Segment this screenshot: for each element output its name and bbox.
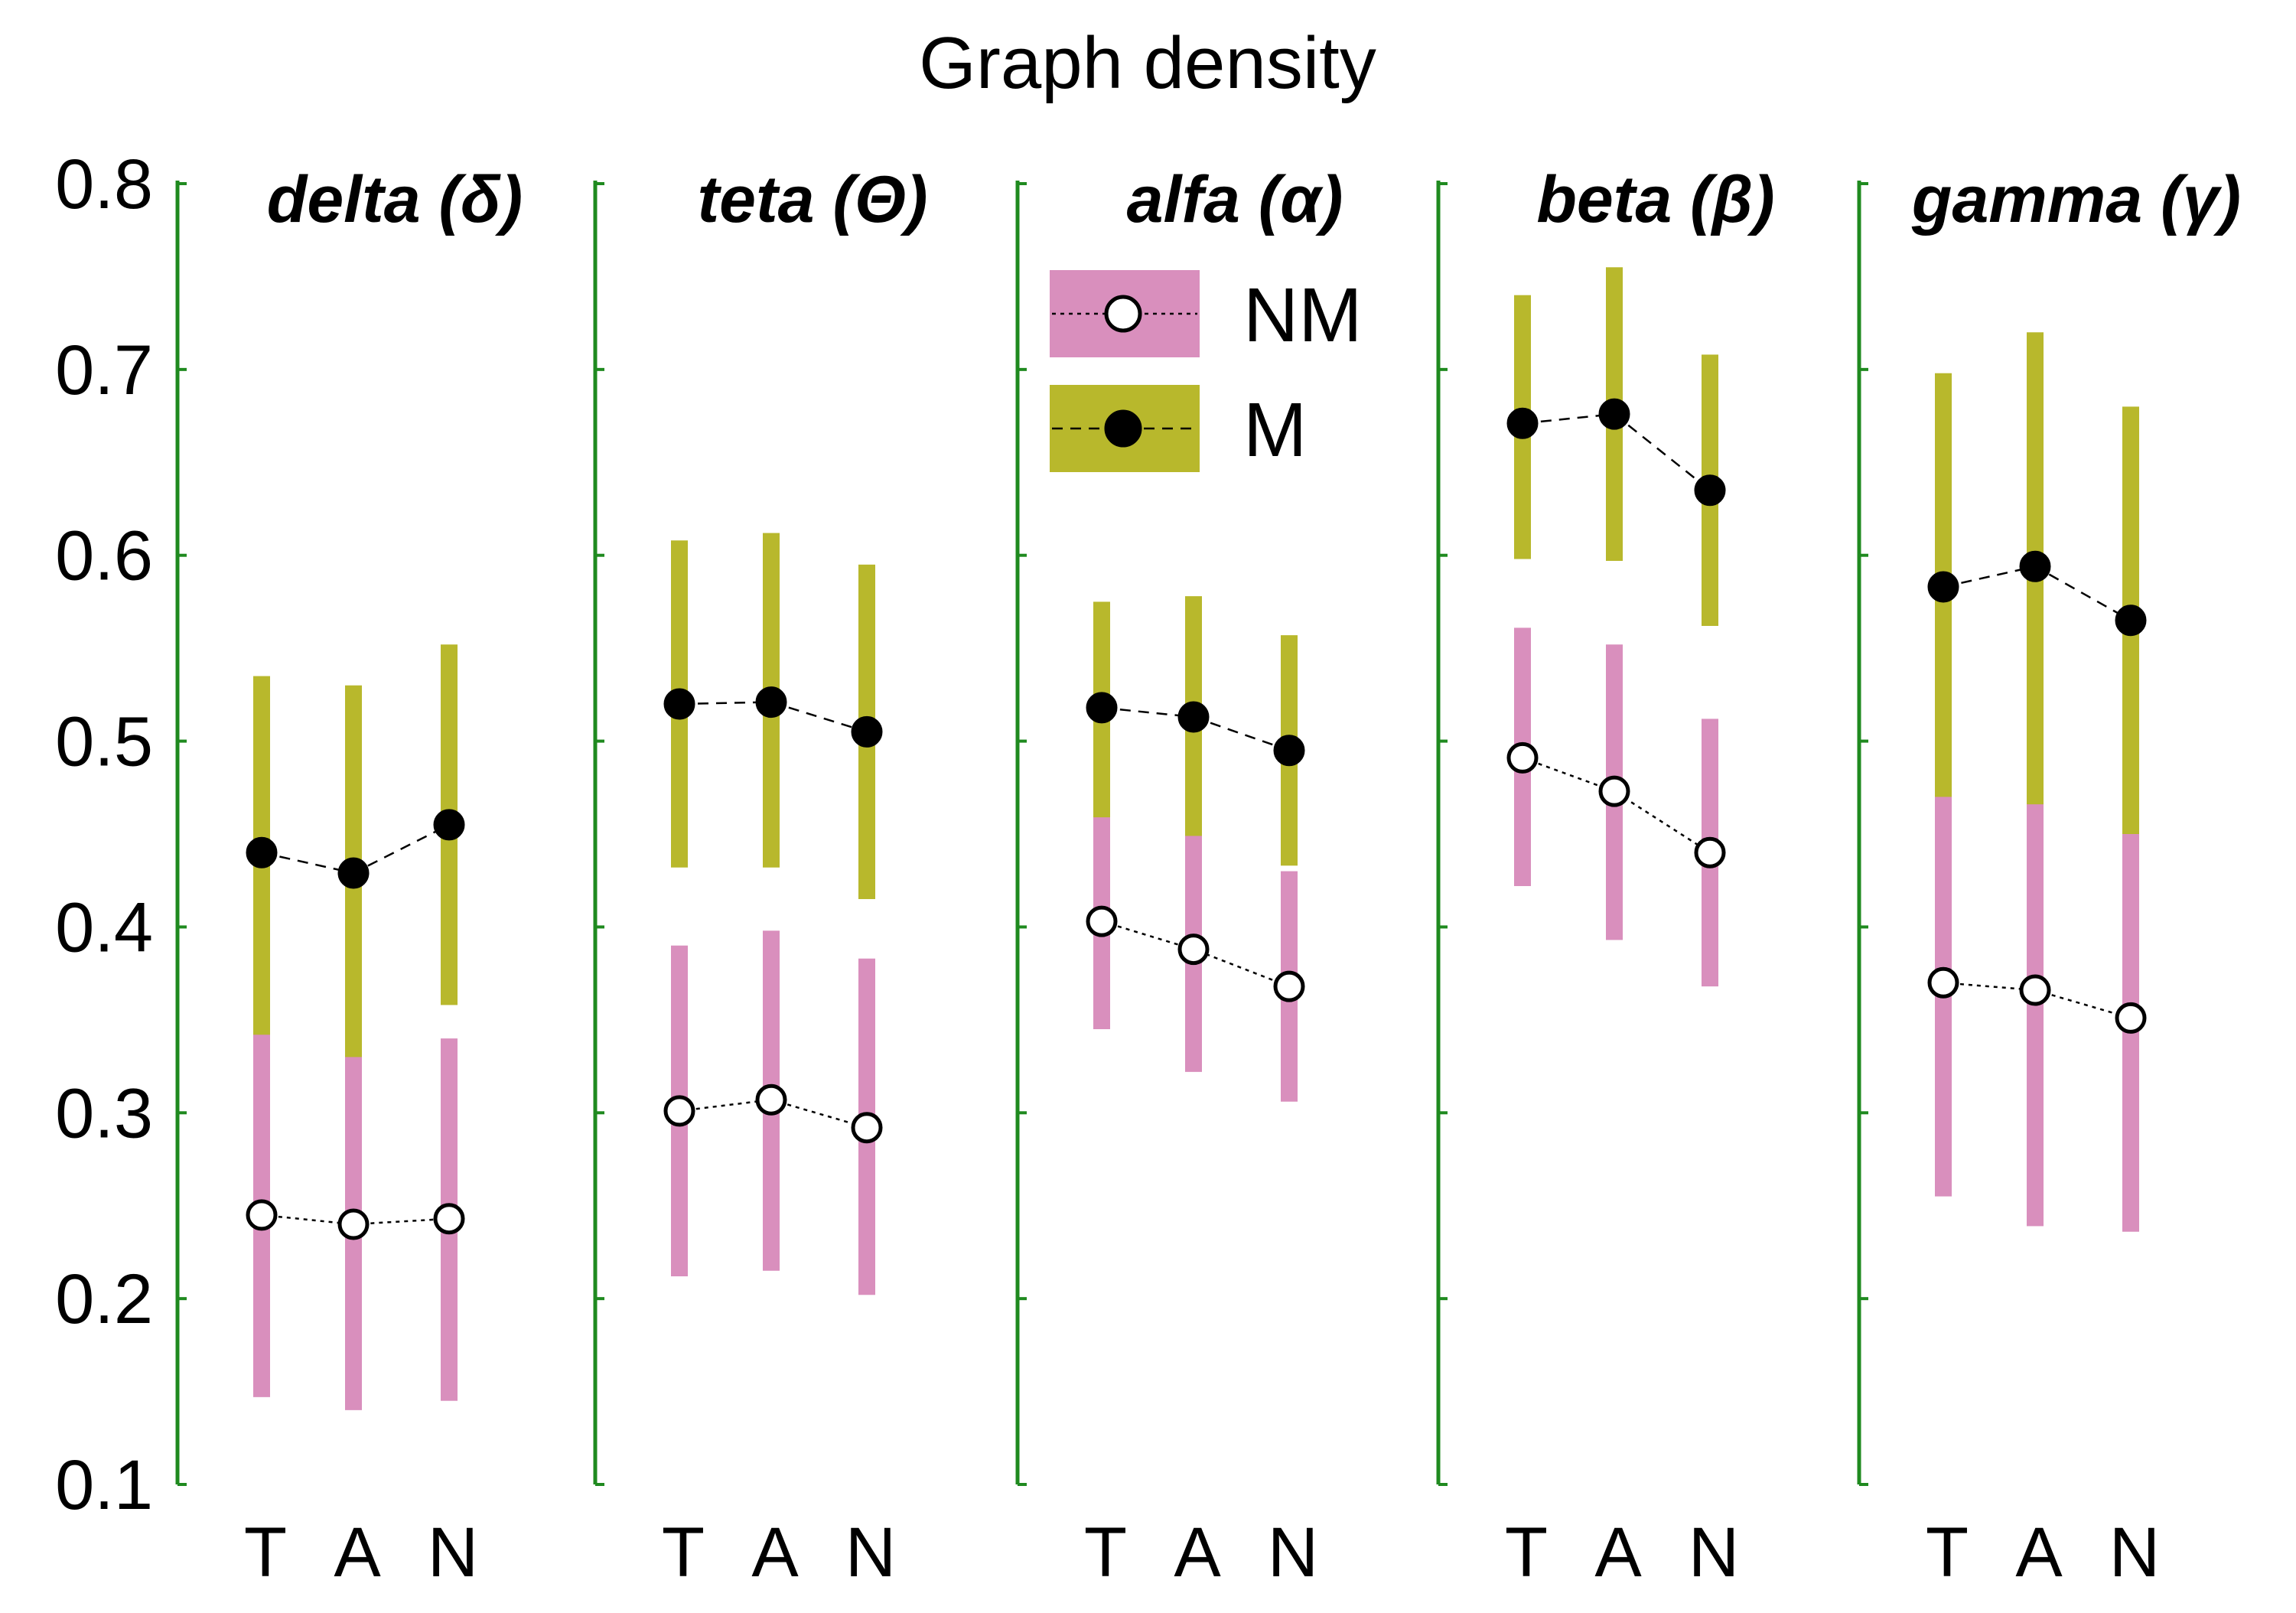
x-tick-label: N <box>428 1514 478 1592</box>
x-tick-label: T <box>244 1514 287 1592</box>
data-point-nm <box>1506 741 1539 774</box>
x-tick-label: T <box>662 1514 705 1592</box>
x-tick-label: A <box>1174 1514 1221 1592</box>
x-tick-label: N <box>2109 1514 2160 1592</box>
data-point-m <box>1506 407 1539 439</box>
data-point-nm <box>433 1203 465 1235</box>
x-tick-label: N <box>1689 1514 1739 1592</box>
legend: NM M <box>1050 270 1363 473</box>
data-point-nm <box>1927 966 1959 999</box>
chart-title: Graph density <box>919 22 1376 104</box>
data-point-nm <box>2115 1002 2147 1034</box>
data-point-m <box>1177 701 1210 733</box>
x-tick-label: N <box>845 1514 896 1592</box>
data-point-m <box>2019 550 2051 582</box>
data-point-nm <box>2019 974 2051 1006</box>
data-point-m <box>1598 398 1630 430</box>
legend-label: M <box>1243 387 1307 473</box>
legend-label: NM <box>1243 272 1363 358</box>
data-point-m <box>433 809 465 841</box>
x-tick-label: T <box>1505 1514 1548 1592</box>
data-point-m <box>663 688 695 720</box>
data-point-nm <box>1598 775 1630 807</box>
y-tick-label: 0.3 <box>55 1074 153 1152</box>
data-point-nm <box>755 1083 787 1116</box>
data-point-nm <box>1177 934 1210 966</box>
panel-title: teta (Θ) <box>698 163 928 236</box>
x-tick-label: T <box>1926 1514 1969 1592</box>
y-tick-label: 0.5 <box>55 703 153 781</box>
y-axis-tick-labels: 0.1 0.2 0.3 0.4 0.5 0.6 0.7 0.8 <box>55 145 153 1524</box>
data-point-nm <box>337 1208 370 1240</box>
legend-entry-nm: NM <box>1050 270 1363 358</box>
x-tick-label: A <box>1594 1514 1642 1592</box>
panel-title: delta (δ) <box>267 163 523 236</box>
legend-entry-m: M <box>1050 385 1307 473</box>
data-point-nm <box>246 1199 278 1231</box>
legend-marker <box>1104 295 1142 333</box>
y-tick-label: 0.4 <box>55 888 153 966</box>
data-point-m <box>1086 692 1118 724</box>
data-point-m <box>755 686 787 719</box>
panel-title: gamma (γ) <box>1911 163 2241 236</box>
data-point-m <box>1273 735 1305 767</box>
data-point-nm <box>851 1112 883 1144</box>
y-tick-label: 0.8 <box>55 145 153 223</box>
data-point-nm <box>1273 970 1305 1002</box>
x-tick-label: N <box>1268 1514 1318 1592</box>
panel-title: alfa (α) <box>1127 163 1343 236</box>
data-point-nm <box>1086 905 1118 937</box>
legend-marker <box>1104 409 1142 448</box>
data-point-m <box>337 857 370 889</box>
y-tick-label: 0.2 <box>55 1260 153 1338</box>
x-tick-label: T <box>1084 1514 1127 1592</box>
data-point-m <box>2115 604 2147 637</box>
data-point-m <box>246 836 278 868</box>
data-point-nm <box>1694 836 1726 868</box>
x-tick-label: A <box>334 1514 381 1592</box>
x-tick-label: A <box>2015 1514 2063 1592</box>
data-point-nm <box>663 1095 695 1127</box>
data-point-m <box>851 715 883 748</box>
data-point-m <box>1927 571 1959 603</box>
x-tick-label: A <box>751 1514 799 1592</box>
y-tick-label: 0.1 <box>55 1446 153 1524</box>
panel-title: beta (β) <box>1536 163 1774 236</box>
y-tick-label: 0.6 <box>55 517 153 595</box>
data-point-m <box>1694 474 1726 507</box>
y-tick-label: 0.7 <box>55 331 153 409</box>
